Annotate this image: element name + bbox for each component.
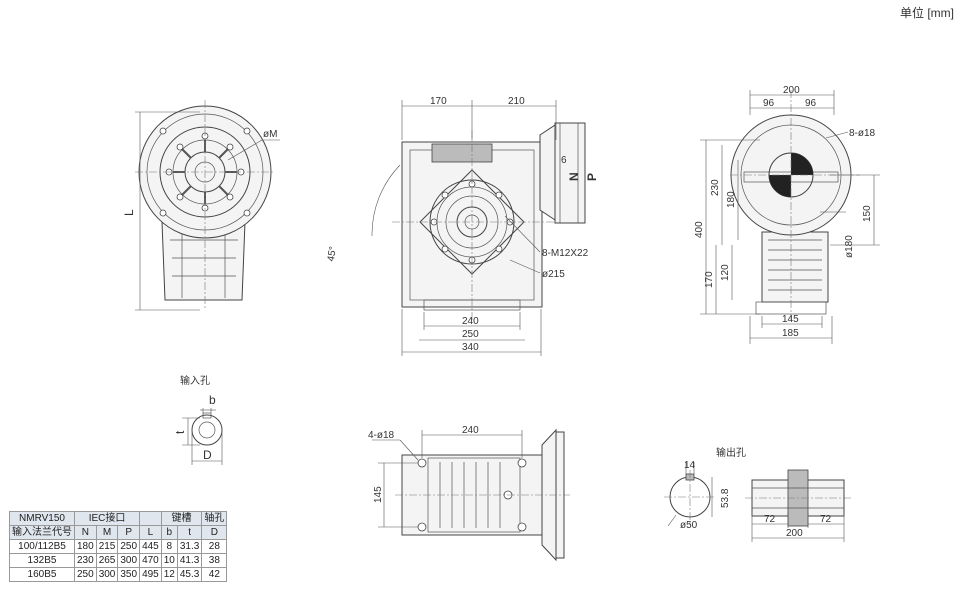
shaft-hole-header: 轴孔 [201, 511, 228, 526]
bottom-view: 4-ø18 240 145 [368, 425, 570, 562]
iec-header: IEC接口 [73, 511, 141, 526]
dim-dia-50: ø50 [680, 520, 698, 531]
spec-table: NMRV150 IEC接口 键槽 轴孔 输入法兰代号 N M P L b t D… [9, 511, 228, 582]
dim-210: 210 [508, 96, 525, 107]
label-b: b [209, 393, 216, 407]
label-t: t [173, 430, 187, 434]
dim-240: 240 [462, 316, 479, 327]
unit-label: 单位 [mm] [900, 6, 954, 20]
model-cell: NMRV150 [9, 511, 75, 526]
dim-angle-45: 45° [326, 246, 339, 263]
col-d: D [201, 525, 228, 540]
left-view: øM L [122, 100, 280, 311]
front-view: 170 210 6 N P 45° 8-M12X22 ø215 240 250 … [326, 96, 599, 356]
dim-96-right: 96 [805, 98, 817, 109]
output-hole-title: 输出孔 [716, 446, 746, 459]
dim-bottom-145: 145 [373, 486, 384, 503]
dim-bolt-m12: 8-M12X22 [542, 248, 589, 259]
col-p: P [117, 525, 141, 540]
dim-170: 170 [430, 96, 447, 107]
dim-250: 250 [462, 329, 479, 340]
flange-code-header: 输入法兰代号 [9, 525, 75, 540]
dim-6: 6 [561, 155, 567, 166]
dim-output-200: 200 [786, 528, 803, 539]
col-b: b [160, 525, 178, 540]
label-p: P [585, 173, 599, 181]
dim-side-200: 200 [783, 85, 800, 96]
dim-230: 230 [710, 179, 721, 196]
dim-holes-8-18: 8-ø18 [849, 128, 876, 139]
dim-150: 150 [862, 205, 873, 222]
label-d: D [203, 448, 212, 462]
dim-72-right: 72 [820, 514, 832, 525]
dim-145: 145 [782, 314, 799, 325]
table-row: 100/112B5 180 215 250 445 8 31.3 28 [9, 539, 228, 554]
dim-180: 180 [726, 191, 737, 208]
dim-340: 340 [462, 342, 479, 353]
input-hole-title: 输入孔 [180, 374, 210, 387]
side-view: 200 96 96 8-ø18 400 230 170 180 120 150 … [694, 85, 880, 344]
output-hole-view: 输出孔 14 53.8 ø50 72 72 200 [664, 446, 852, 542]
dim-185: 185 [782, 328, 799, 339]
dim-72-left: 72 [764, 514, 776, 525]
dim-14: 14 [684, 460, 696, 471]
dim-120: 120 [720, 264, 731, 281]
dim-dia-m: øM [263, 129, 277, 140]
keyway-header: 键槽 [160, 511, 203, 526]
dim-l: L [122, 209, 136, 216]
table-row: 132B5 230 265 300 470 10 41.3 38 [9, 553, 228, 568]
col-t: t [176, 525, 203, 540]
col-m: M [95, 525, 119, 540]
label-n: N [567, 172, 581, 181]
dim-side-170: 170 [704, 271, 715, 288]
table-row: 160B5 250 300 350 495 12 45.3 42 [9, 567, 228, 582]
dim-bottom-240: 240 [462, 425, 479, 436]
dim-dia-215: ø215 [542, 269, 565, 280]
dim-400: 400 [694, 221, 705, 238]
input-hole-view: 输入孔 b t D [173, 374, 223, 465]
dim-holes-4-18: 4-ø18 [368, 430, 395, 441]
dim-dia-180: ø180 [844, 235, 855, 258]
dim-96-left: 96 [763, 98, 775, 109]
dim-53-8: 53.8 [720, 488, 731, 508]
col-l: L [139, 525, 162, 540]
col-n: N [74, 525, 97, 540]
